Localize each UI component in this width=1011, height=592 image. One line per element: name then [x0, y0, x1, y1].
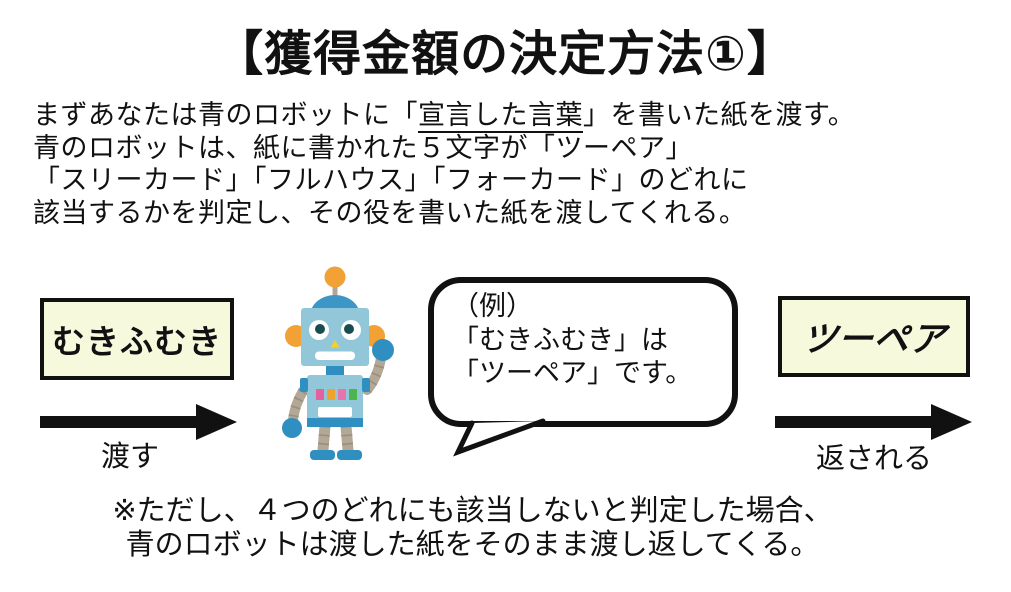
robot-panel [318, 407, 352, 417]
speech-bubble-tail [453, 418, 546, 457]
footnote-line-2: 青のロボットは渡した紙をそのまま渡し返してくる。 [125, 529, 820, 561]
robot-right-foot [337, 450, 362, 460]
intro-line-1: まずあなたは青のロボットに「宣言した言葉」を書いた紙を渡す。 [33, 99, 856, 133]
intro-line1-post: 」を書いた紙を渡す。 [583, 100, 856, 130]
speech-bubble-text: （例） 「むきふむき」は 「ツーペア」です。 [452, 290, 692, 391]
robot-nose [330, 340, 340, 348]
give-arrow-label: 渡す [100, 441, 159, 473]
intro-line-2: 青のロボットは、紙に書かれた５文字が「ツーペア」 [33, 132, 693, 163]
footnote: ※ただし、４つのどれにも該当しないと判定した場合、 青のロボットは渡した紙をその… [0, 494, 945, 562]
robot-left-pupil [315, 324, 325, 334]
robot-mouth [315, 351, 355, 360]
intro-paragraph: まずあなたは青のロボットに「宣言した言葉」を書いた紙を渡す。 青のロボットは、紙… [33, 99, 855, 229]
robot-button-2 [327, 389, 335, 400]
footnote-line-1: ※ただし、４つのどれにも該当しないと判定した場合、 [112, 495, 833, 527]
robot-right-hand [372, 339, 394, 361]
robot-icon [282, 266, 394, 460]
declared-word-card: むきふむき [40, 298, 234, 380]
robot-left-shoulder [300, 378, 308, 392]
page-title: 【獲得金額の決定方法①】 [215, 28, 796, 81]
robot-hip-band [307, 418, 363, 427]
robot-right-shoulder [362, 378, 370, 392]
declared-word-label: むきふむき [52, 323, 222, 360]
robot-right-leg [340, 420, 354, 456]
return-arrow-icon [775, 404, 972, 440]
robot-left-hand [282, 418, 302, 438]
return-arrow-label: 返される [815, 443, 932, 475]
intro-line-4: 該当するかを判定し、その役を書いた紙を渡してくれる。 [33, 197, 747, 228]
speech-bubble [428, 277, 738, 457]
robot-button-1 [316, 389, 324, 400]
robot-button-3 [338, 389, 346, 400]
robot-left-arm [288, 386, 308, 425]
judged-hand-label: ツーペア [799, 320, 948, 359]
robot-left-foot [310, 450, 335, 460]
robot-antenna-stem [332, 285, 338, 302]
bubble-line-1: （例） [452, 291, 533, 321]
intro-line-3: 「スリーカード」「フルハウス」「フォーカード」のどれに [33, 165, 749, 195]
robot-right-pupil [344, 324, 354, 334]
robot-button-4 [349, 389, 357, 400]
bubble-line-2: 「むきふむき」は [452, 324, 668, 355]
give-arrow-icon [40, 404, 237, 440]
intro-line1-pre: まずあなたは青のロボットに「 [33, 100, 418, 130]
judged-hand-card: ツーペア [778, 296, 970, 377]
bubble-line-3: 「ツーペア」です。 [452, 358, 693, 388]
robot-left-leg [317, 420, 331, 456]
intro-line1-underlined: 宣言した言葉 [418, 100, 583, 133]
robot-neck [326, 366, 344, 376]
robot-antenna-ball [324, 266, 346, 288]
